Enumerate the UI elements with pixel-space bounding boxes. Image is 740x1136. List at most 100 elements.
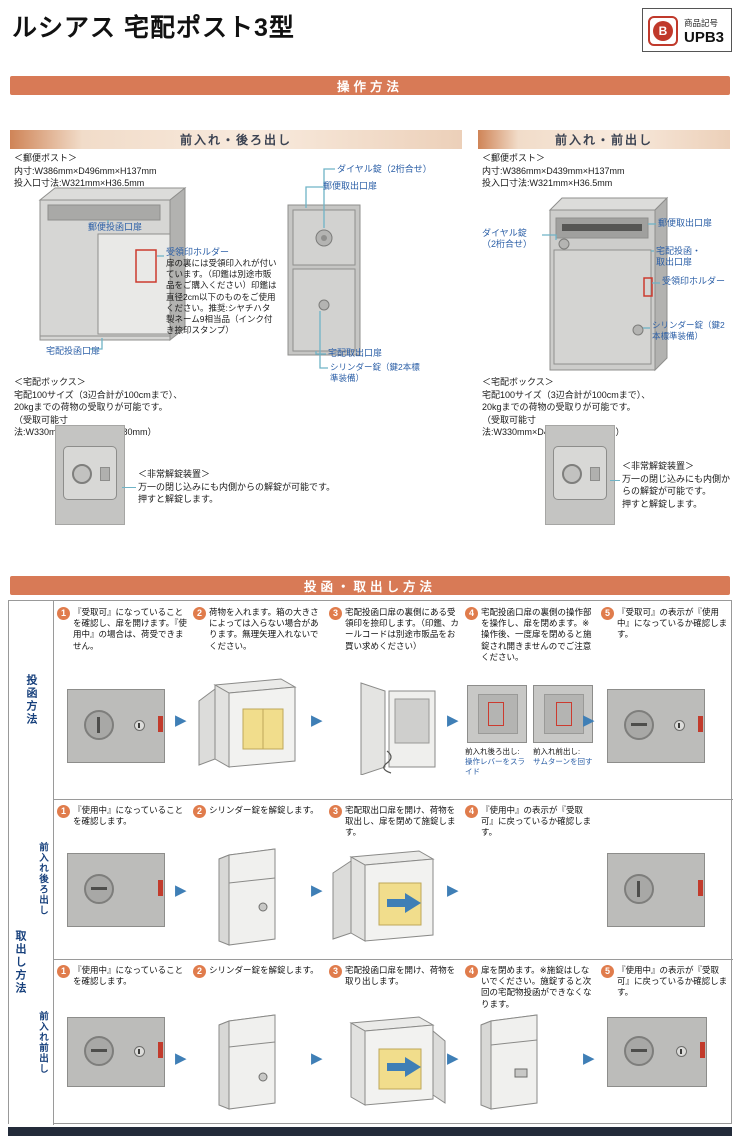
step-text: 宅配投函口扉を開け、荷物を取り出します。 <box>345 965 456 987</box>
banner-posting: 投函・取出し方法 <box>10 576 730 595</box>
dial-panel-image <box>607 853 705 927</box>
row-sublabel-front-out: 前入れ前出し <box>31 959 53 1125</box>
step: 4 『使用中』の表示が『受取可』に戻っているか確認します。 <box>465 805 595 839</box>
dial-knob <box>84 874 114 904</box>
spec-heading: ＜宅配ボックス＞ <box>482 377 554 387</box>
status-tag <box>158 716 163 732</box>
caption-action: サムターンを回す <box>533 756 593 766</box>
label-dial-lock: ダイヤル錠（2桁合せ） <box>482 228 533 250</box>
step: 4 宅配投函口扉の裏側の操作部を操作し、扉を閉めます。※操作後、一度扉を閉めると… <box>465 607 595 663</box>
dial-panel-image <box>607 689 705 763</box>
step: 2 シリンダー錠を解錠します。 <box>193 965 323 978</box>
emergency-button <box>562 464 582 484</box>
label-mail-out-door: 郵便取出口扉 <box>323 181 378 191</box>
page-title: ルシアス 宅配ポスト3型 <box>12 14 295 42</box>
step-number: 4 <box>465 805 478 818</box>
step: 1 『受取可』になっていることを確認し、扉を開けます。『使用中』の場合は、荷受で… <box>57 607 187 652</box>
row-label-takeout: 取出し方法 <box>9 799 31 1125</box>
spec-slot-size: 投入口寸法:W321mm×H36.5mm <box>14 178 145 189</box>
step-number: 3 <box>329 607 342 620</box>
step-number: 2 <box>193 607 206 620</box>
section-title-front: 前入れ・前出し <box>478 130 730 149</box>
step-text: 扉を閉めます。※施錠はしないでください。施錠すると次回の宅配物投函ができなくなり… <box>481 965 592 1009</box>
label-mail-out-door: 郵便取出口扉 <box>658 218 713 228</box>
caption-label: 前入れ前出し: <box>533 747 581 756</box>
lb-logo-letter: B <box>653 21 673 41</box>
step-text: 『使用中』の表示が『受取可』に戻っているか確認します。 <box>617 965 728 998</box>
label-parcel-door: 宅配投函・取出口扉 <box>656 246 702 268</box>
front-type-diagram <box>542 196 669 372</box>
step-number: 2 <box>193 805 206 818</box>
mail-post-spec-back: ＜郵便ポスト＞ 内寸:W386mm×D496mm×H137mm 投入口寸法:W3… <box>14 152 194 190</box>
spec-inner-size: 内寸:W386mm×D439mm×H137mm <box>482 165 625 176</box>
step-number: 5 <box>601 965 614 978</box>
spec-heading: ＜宅配ボックス＞ <box>14 377 86 387</box>
arrow-right-icon: ▶ <box>311 882 323 899</box>
status-tag <box>158 880 163 896</box>
label-stamp-holder: 受領印ホルダー <box>662 276 726 286</box>
status-tag <box>698 716 703 732</box>
section-title-back: 前入れ・後ろ出し <box>10 130 462 149</box>
arrow-right-icon: ▶ <box>583 712 595 729</box>
status-tag <box>700 1042 705 1058</box>
dial-knob <box>84 710 114 740</box>
arrow-right-icon: ▶ <box>447 1050 459 1067</box>
arrow-right-icon: ▶ <box>175 1050 187 1067</box>
thumbturn-operation-image <box>533 685 593 743</box>
label-mail-in-door: 郵便投函口扉 <box>88 222 143 232</box>
table-divider <box>9 799 733 800</box>
dial-knob <box>84 1036 114 1066</box>
step-text: シリンダー錠を解錠します。 <box>209 805 319 815</box>
spec-note: 宅配100サイズ（3辺合計が100cmまで）、20kgまでの荷物の受取りが可能で… <box>482 389 651 413</box>
step-number: 2 <box>193 965 206 978</box>
keyhole-icon <box>676 1046 687 1057</box>
step-number: 1 <box>57 607 70 620</box>
table-divider <box>53 601 54 1125</box>
emergency-heading: ＜非常解錠装置＞ <box>622 461 695 471</box>
dial-panel-image <box>67 853 165 927</box>
step-text: シリンダー錠を解錠します。 <box>209 965 319 975</box>
dial-knob <box>624 710 654 740</box>
banner-operation: 操作方法 <box>10 76 730 95</box>
emergency-note2: 押すと解錠します。 <box>138 494 219 505</box>
emergency-latch <box>590 467 600 481</box>
step: 3 宅配投函口扉の裏側にある受領印を捺印します。（印鑑、カールコードは別途市販品… <box>329 607 459 652</box>
label-cylinder-lock: シリンダー錠（鍵2本標準装備） <box>330 362 420 383</box>
lb-logo-icon: B <box>648 16 678 46</box>
status-tag <box>158 1042 163 1058</box>
step-number: 5 <box>601 607 614 620</box>
status-tag <box>698 880 703 896</box>
step-number: 1 <box>57 805 70 818</box>
step-text: 『使用中』になっていることを確認します。 <box>73 965 184 987</box>
spec-heading: ＜郵便ポスト＞ <box>482 153 546 163</box>
remove-package-image <box>332 850 435 942</box>
step: 5 『受取可』の表示が『使用中』になっているか確認します。 <box>601 607 731 641</box>
product-code-badge: B 商品記号 UPB3 <box>642 8 732 52</box>
arrow-right-icon: ▶ <box>175 882 187 899</box>
spec-note: 宅配100サイズ（3辺合計が100cmまで）、20kgまでの荷物の受取りが可能で… <box>14 389 183 413</box>
badge-label: 商品記号 <box>684 18 719 28</box>
arrow-right-icon: ▶ <box>311 712 323 729</box>
emergency-button <box>72 464 92 484</box>
step-number: 4 <box>465 965 478 978</box>
step-text: 『受取可』の表示が『使用中』になっているか確認します。 <box>617 607 728 640</box>
emergency-text-back: ＜非常解錠装置＞ 万一の閉じ込みにも内側からの解錠が可能です。 押すと解錠します… <box>138 468 350 506</box>
row-label-posting: 投函方法 <box>9 601 53 799</box>
emergency-heading: ＜非常解錠装置＞ <box>138 469 211 479</box>
arrow-right-icon: ▶ <box>447 712 459 729</box>
step: 5 『使用中』の表示が『受取可』に戻っているか確認します。 <box>601 965 731 999</box>
arrow-right-icon: ▶ <box>447 882 459 899</box>
dial-panel-image <box>607 1017 707 1087</box>
caption-front-out: 前入れ前出し: サムターンを回す <box>533 747 599 767</box>
label-dial-lock: ダイヤル錠（2桁合せ） <box>337 164 432 174</box>
label-parcel-out-door: 宅配取出口扉 <box>328 348 383 358</box>
procedure-table: 投函方法 取出し方法 前入れ後ろ出し 前入れ前出し 1 『受取可』になっているこ… <box>8 600 733 1125</box>
spec-heading: ＜郵便ポスト＞ <box>14 153 78 163</box>
keyhole-icon <box>134 720 145 731</box>
cabinet-front-image <box>218 1014 276 1110</box>
label-cylinder-lock: シリンダー錠（鍵2本標準装備） <box>652 320 725 341</box>
step-text: 『使用中』になっていることを確認します。 <box>73 805 184 827</box>
remove-package-front-image <box>349 1016 446 1106</box>
step: 2 荷物を入れます。箱の大きさによっては入らない場合があります。無理矢理入れない… <box>193 607 323 652</box>
leader-line <box>610 480 620 481</box>
